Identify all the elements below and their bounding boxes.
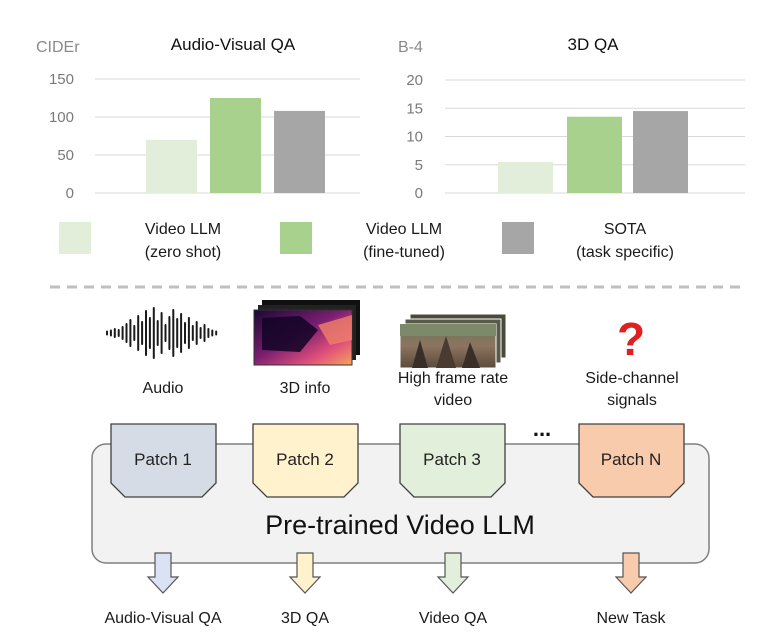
llm-label: Pre-trained Video LLM bbox=[265, 510, 535, 540]
modality-label-video-line1: High frame rate bbox=[398, 370, 508, 387]
chart1-unit-label: CIDEr bbox=[36, 39, 80, 56]
modality-label-side-channel-line2: signals bbox=[607, 392, 657, 409]
task-label-new-task: New Task bbox=[596, 610, 666, 627]
chart1-title: Audio-Visual QA bbox=[171, 35, 296, 54]
y-tick-label: 10 bbox=[406, 129, 423, 146]
bar-2 bbox=[210, 98, 261, 193]
patch-2-label: Patch 2 bbox=[276, 450, 334, 469]
bar-3 bbox=[274, 110, 325, 193]
patch-1-label: Patch 1 bbox=[134, 450, 192, 469]
task-label-video-qa: Video QA bbox=[419, 610, 488, 627]
waveform-icon bbox=[106, 307, 218, 359]
chart-legend: Video LLM (zero shot) Video LLM (fine-tu… bbox=[59, 221, 674, 261]
bar-3 bbox=[633, 111, 688, 193]
legend-label-fine-tuned-line1: Video LLM bbox=[366, 221, 442, 238]
task-label-audio-visual-qa: Audio-Visual QA bbox=[104, 610, 221, 627]
video-frames-icon bbox=[399, 313, 507, 369]
modality-label-side-channel-line1: Side-channel bbox=[585, 370, 678, 387]
bar-2 bbox=[567, 116, 622, 193]
patch-n: Patch N bbox=[578, 423, 685, 498]
patch-1: Patch 1 bbox=[110, 423, 217, 498]
legend-swatch-sota bbox=[502, 222, 534, 254]
legend-label-sota-line1: SOTA bbox=[604, 221, 647, 238]
patch-3: Patch 3 bbox=[399, 423, 506, 498]
task-label-3d-qa: 3D QA bbox=[281, 610, 329, 627]
arrow-down-3 bbox=[436, 552, 470, 594]
y-tick-label: 15 bbox=[406, 100, 423, 117]
y-tick-label: 20 bbox=[406, 72, 423, 89]
y-tick-label: 5 bbox=[415, 157, 423, 174]
y-tick-label: 100 bbox=[49, 109, 74, 126]
modality-label-video-line2: video bbox=[434, 392, 472, 409]
legend-label-zero-shot-line1: Video LLM bbox=[145, 221, 221, 238]
chart-audio-visual-qa: CIDEr Audio-Visual QA 0 50 100 150 bbox=[36, 35, 360, 202]
chart2-title: 3D QA bbox=[567, 35, 619, 54]
svg-text:?: ? bbox=[617, 313, 645, 365]
y-tick-label: 0 bbox=[66, 185, 74, 202]
bar-1 bbox=[498, 161, 553, 193]
legend-label-zero-shot-line2: (zero shot) bbox=[145, 244, 221, 261]
arrow-down-2 bbox=[288, 552, 322, 594]
modality-label-3d-info: 3D info bbox=[280, 380, 331, 397]
y-tick-label: 0 bbox=[415, 185, 423, 202]
bar-1 bbox=[146, 139, 197, 193]
legend-label-fine-tuned-line2: (fine-tuned) bbox=[363, 244, 445, 261]
legend-swatch-fine-tuned bbox=[280, 222, 312, 254]
question-mark-icon: ? bbox=[617, 313, 645, 365]
chart-3d-qa: B-4 3D QA 0 5 10 15 20 bbox=[398, 35, 745, 202]
chart2-unit-label: B-4 bbox=[398, 39, 423, 56]
modality-label-audio: Audio bbox=[143, 380, 184, 397]
depth-map-icon bbox=[253, 300, 360, 366]
legend-label-sota-line2: (task specific) bbox=[576, 244, 674, 261]
patch-2: Patch 2 bbox=[252, 423, 359, 498]
arrow-down-1 bbox=[146, 552, 180, 594]
y-tick-label: 50 bbox=[57, 147, 74, 164]
y-tick-label: 150 bbox=[49, 71, 74, 88]
ellipsis: ... bbox=[533, 416, 551, 441]
legend-swatch-zero-shot bbox=[59, 222, 91, 254]
arrow-down-n bbox=[614, 552, 648, 594]
patch-3-label: Patch 3 bbox=[423, 450, 481, 469]
patch-n-label: Patch N bbox=[601, 450, 661, 469]
